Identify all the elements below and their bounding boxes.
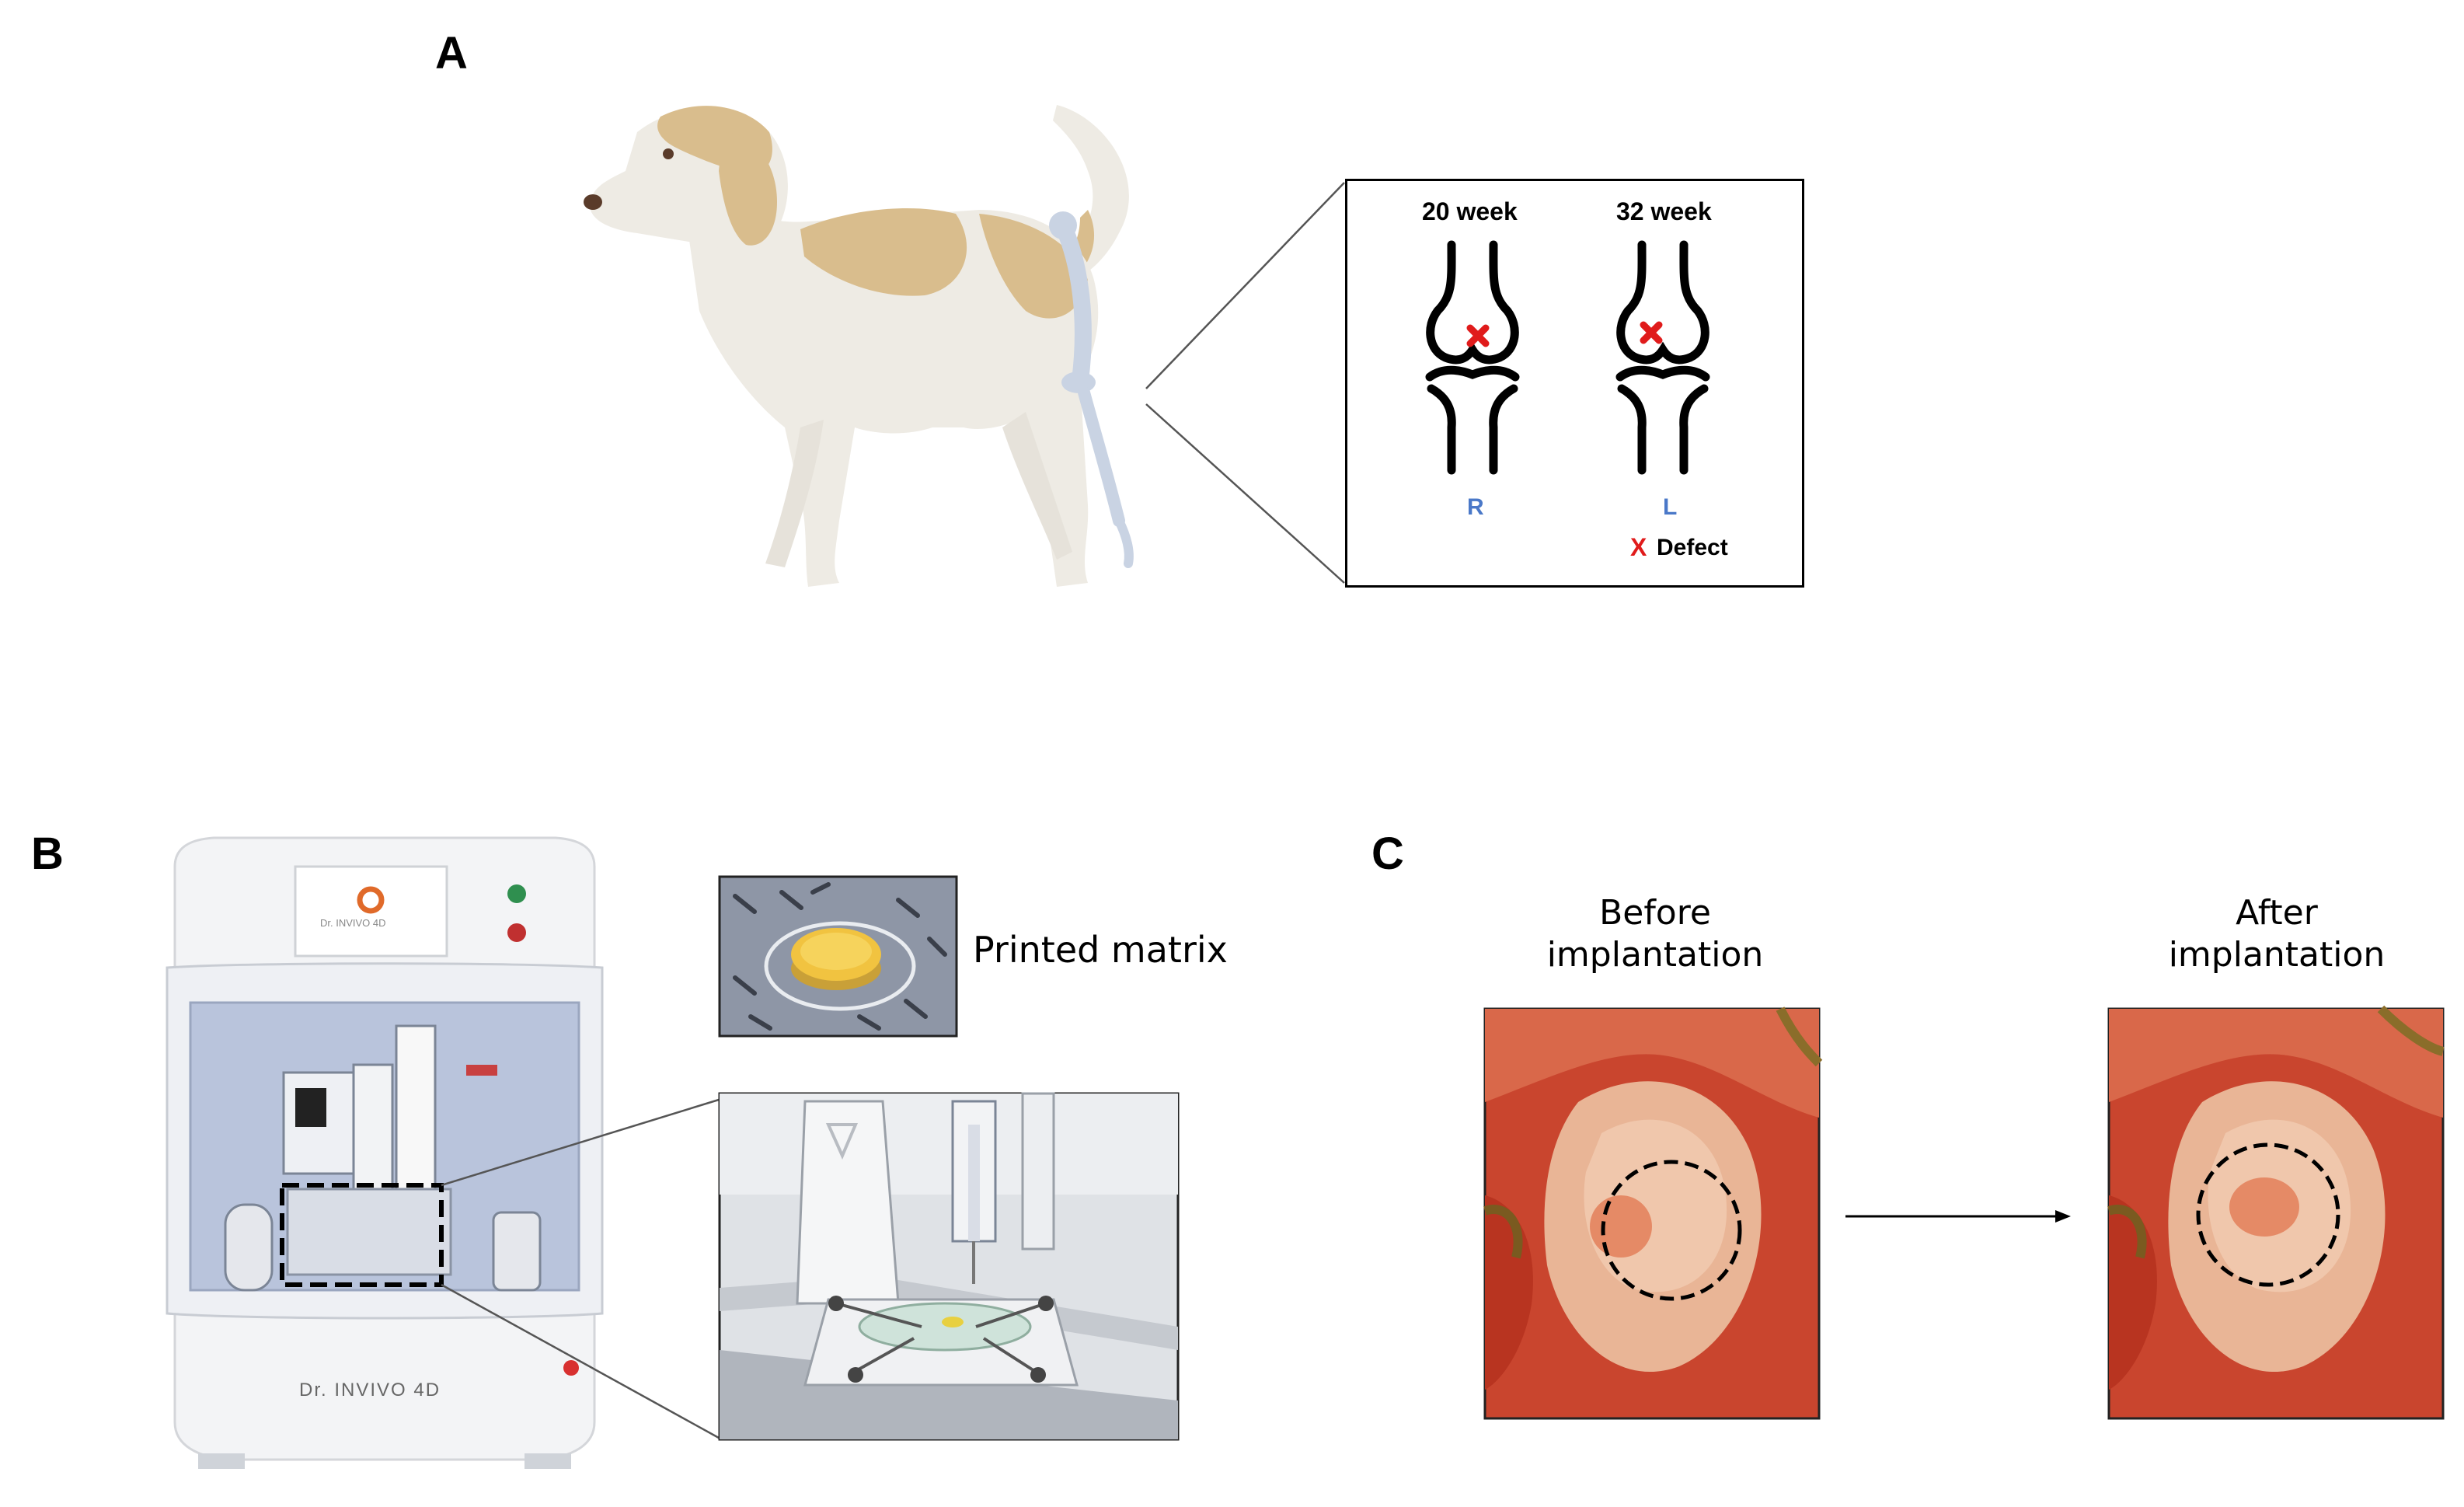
week-label-right: 20 week — [1422, 197, 1518, 225]
before-label-line1: Before — [1599, 893, 1711, 933]
side-label-right: R — [1467, 494, 1484, 520]
bioprinter-device — [166, 836, 604, 1469]
printed-matrix-photo — [718, 875, 958, 1038]
after-label-line2: implantation — [2168, 935, 2386, 975]
knee-joint-right — [1425, 240, 1520, 475]
before-label-line2: implantation — [1546, 935, 1764, 975]
panel-a-letter: A — [435, 28, 468, 78]
defect-mark-right — [1466, 324, 1490, 347]
before-after-arrow — [1845, 1210, 2071, 1223]
before-label: Before implantation — [1476, 892, 1834, 976]
legend-defect-mark: X — [1630, 533, 1647, 561]
side-label-left: L — [1663, 494, 1678, 520]
print-stage-photo — [718, 1092, 1180, 1441]
panel-b-letter: B — [31, 829, 64, 879]
defect-circle-before — [1601, 1160, 1742, 1301]
after-implantation-photo — [2107, 1005, 2445, 1420]
defect-circle-after — [2196, 1142, 2340, 1287]
after-label-line1: After — [2236, 893, 2318, 933]
defect-mark-left — [1640, 321, 1663, 344]
printed-matrix-label: Printed matrix — [973, 929, 1228, 971]
device-screen-label: Dr. INVIVO 4D — [320, 917, 386, 929]
panel-c-letter: C — [1371, 829, 1404, 879]
knee-joint-left — [1615, 240, 1710, 475]
before-implantation-photo — [1483, 1006, 1823, 1420]
after-label: After implantation — [2098, 892, 2455, 976]
device-front-label: Dr. INVIVO 4D — [299, 1380, 441, 1401]
legend-defect-label: Defect — [1657, 535, 1728, 560]
week-label-left: 32 week — [1616, 197, 1712, 225]
dog-illustration — [584, 105, 1134, 587]
knee-inset-box — [1345, 179, 1804, 588]
